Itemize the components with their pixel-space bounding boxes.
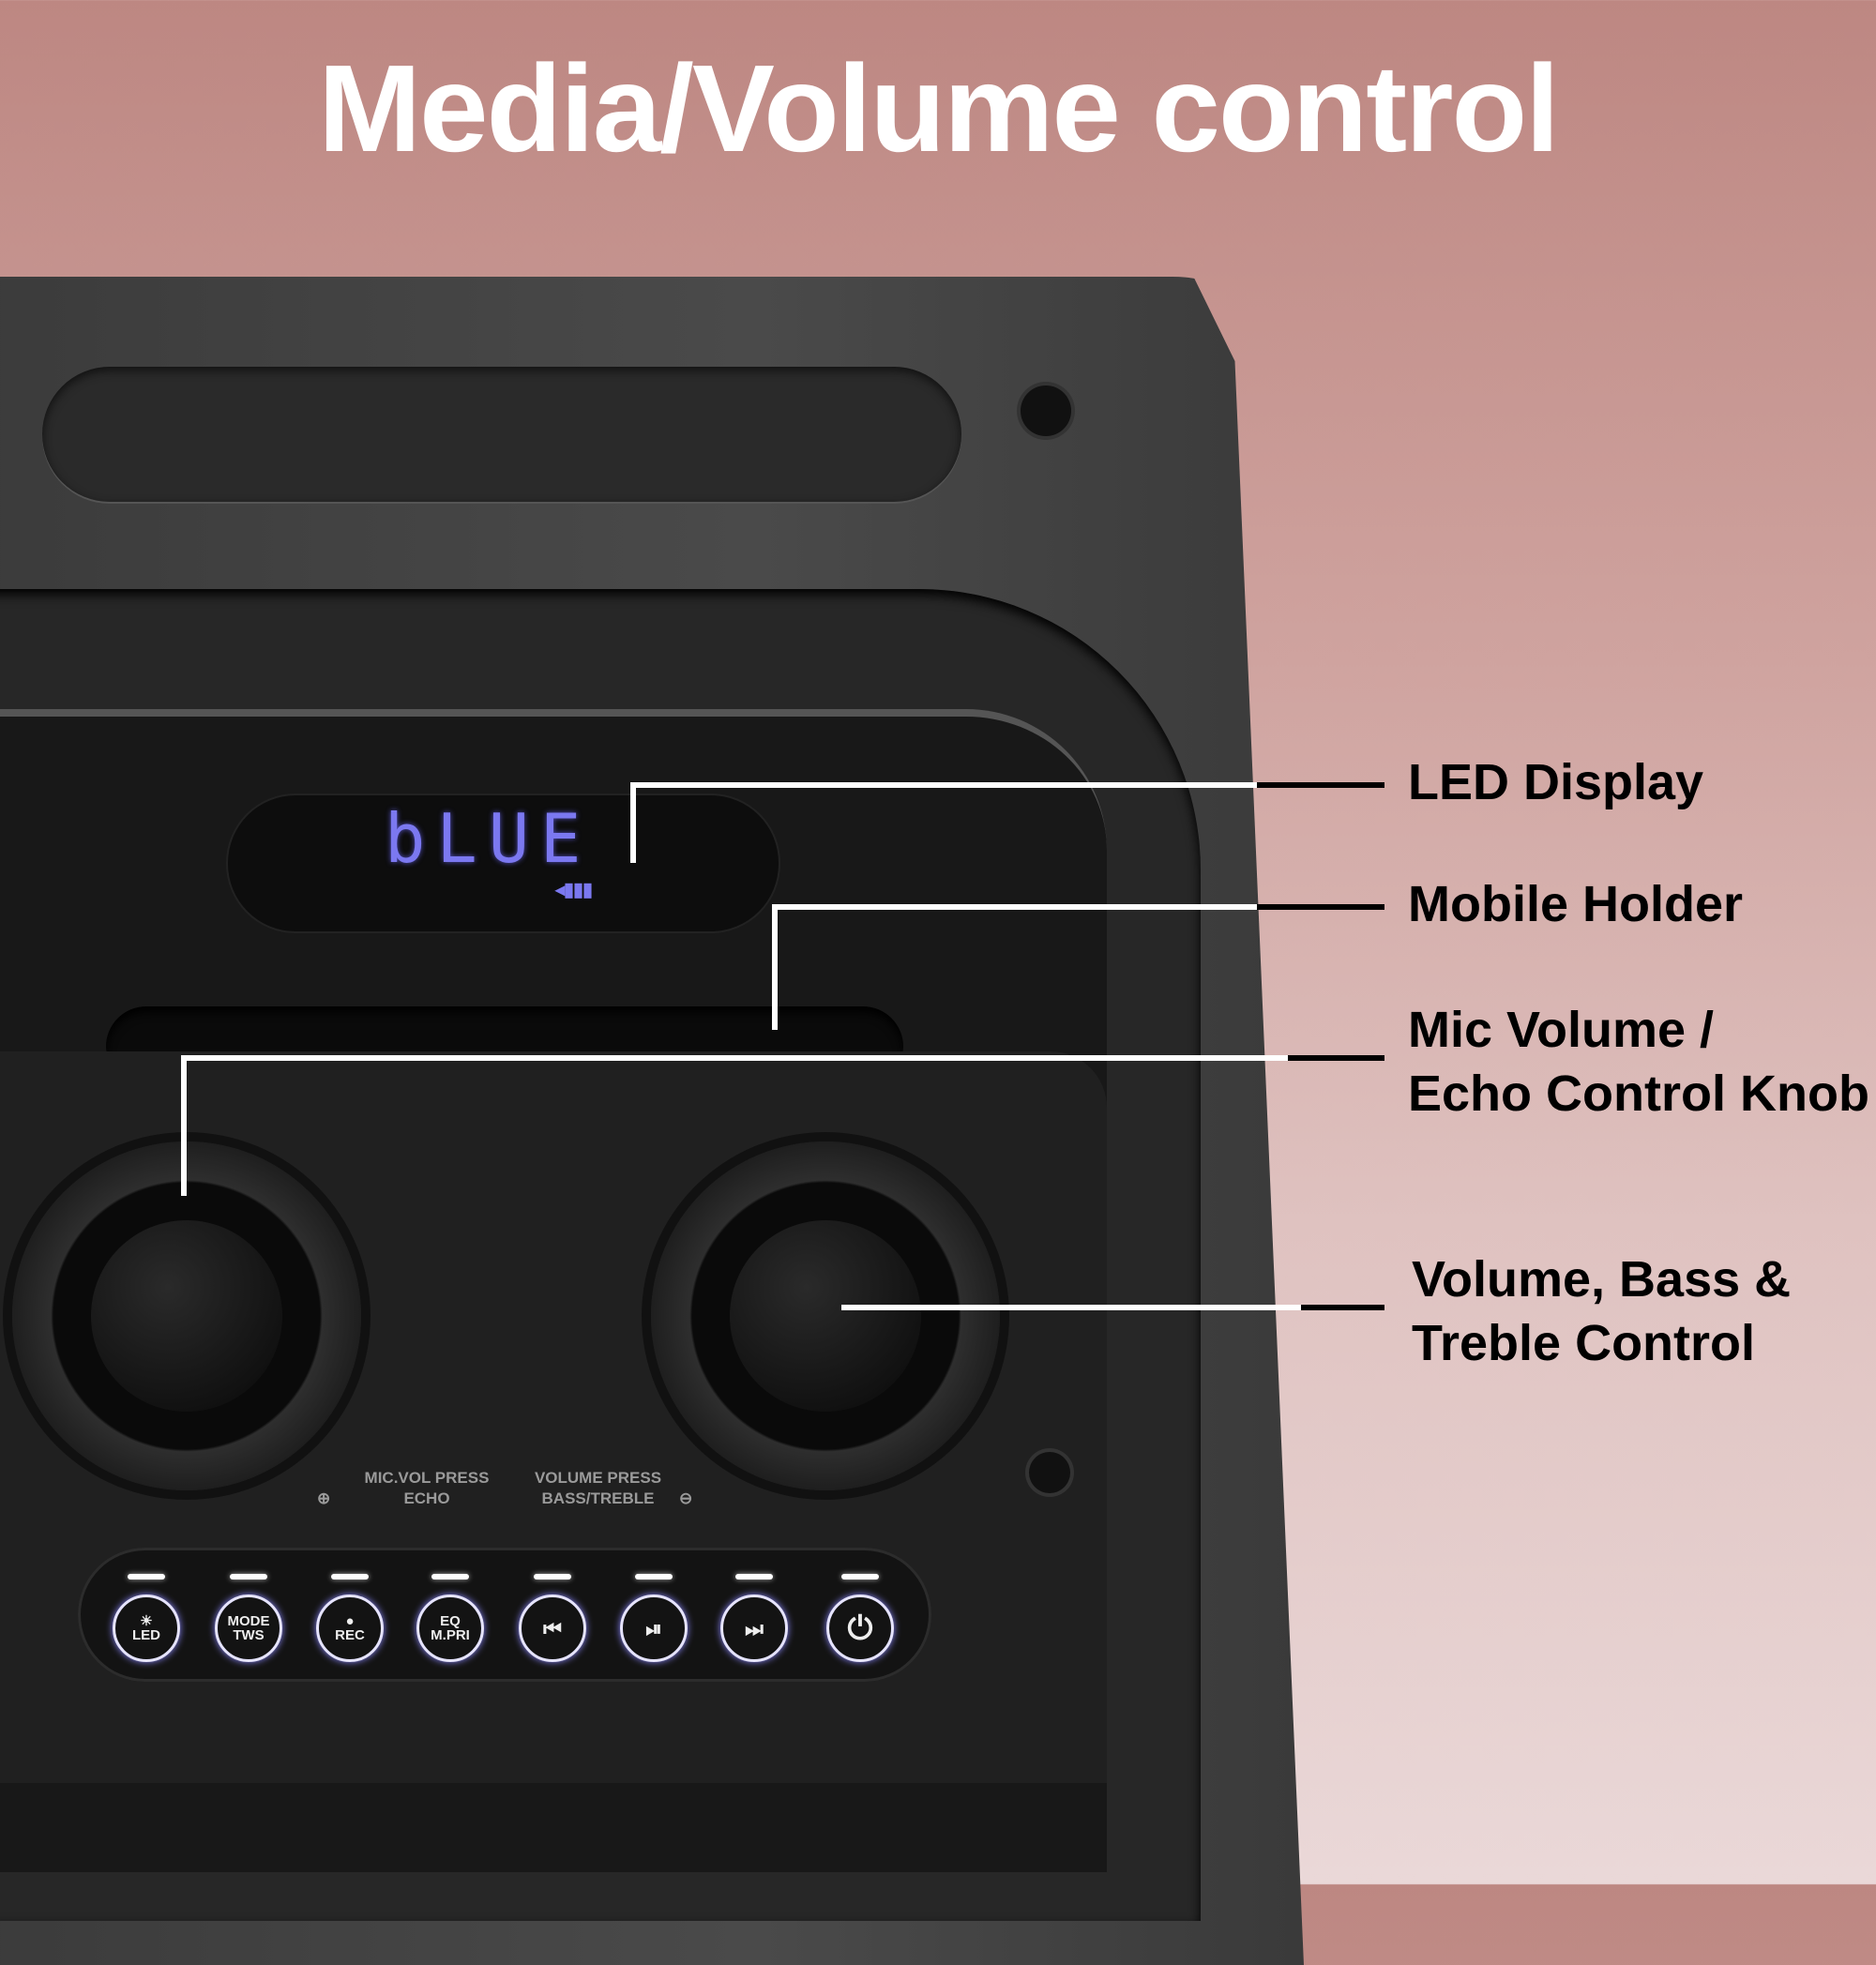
label-line: BASS/TREBLE (541, 1489, 655, 1507)
button-label: TWS (233, 1627, 265, 1643)
indicator-light (735, 1574, 773, 1580)
top-handle-slot (42, 367, 961, 502)
callout-line-text: Mic Volume / (1408, 1002, 1715, 1058)
label-line: VOLUME PRESS (534, 1469, 662, 1487)
screw (1029, 1452, 1070, 1493)
knob-cap (91, 1220, 282, 1412)
led-button[interactable]: ☀LED (113, 1595, 180, 1662)
button-label: LED (132, 1627, 160, 1643)
battery-icon: ◂▮▮▮ (555, 880, 593, 900)
callout-line-text: Treble Control (1412, 1315, 1756, 1371)
callout-line (772, 905, 778, 1030)
volume-bass-treble-knob[interactable] (651, 1141, 1000, 1490)
callout-line-text: Volume, Bass & (1412, 1251, 1792, 1307)
indicator-light (128, 1574, 165, 1580)
plus-icon: ⊕ (317, 1489, 331, 1507)
callout-mobile-holder: Mobile Holder (1408, 876, 1744, 932)
callout-line (841, 1305, 1301, 1310)
callout-line (1257, 782, 1384, 788)
minus-icon: ⊖ (679, 1489, 693, 1507)
mic-knob-label: MIC.VOL PRESS ECHO (347, 1468, 507, 1509)
callout-line (630, 782, 1257, 788)
led-display (228, 795, 779, 931)
button-label: REC (335, 1627, 365, 1643)
callout-line-text: Echo Control Knob (1408, 1066, 1869, 1122)
next-button[interactable]: ⏭ (720, 1595, 788, 1662)
play-pause-button[interactable]: ⏯ (620, 1595, 688, 1662)
label-line: MIC.VOL PRESS (364, 1469, 490, 1487)
callout-volume: Volume, Bass & Treble Control (1412, 1247, 1791, 1375)
eq-text: EQ (440, 1613, 461, 1629)
callout-line (1288, 1055, 1384, 1061)
indicator-light (431, 1574, 469, 1580)
callout-led-display: LED Display (1408, 754, 1704, 810)
mic-echo-knob[interactable] (12, 1141, 361, 1490)
light-icon: ☀ (140, 1613, 153, 1629)
led-display-text: bLUE (385, 799, 593, 878)
volume-knob-label: VOLUME PRESS BASS/TREBLE (525, 1468, 671, 1509)
mode-text: MODE (227, 1613, 270, 1629)
label-line: ECHO (403, 1489, 450, 1507)
indicator-light (534, 1574, 571, 1580)
previous-icon: ⏮ (543, 1616, 562, 1640)
callout-line (181, 1055, 1288, 1061)
callout-line (1301, 1305, 1384, 1310)
page-title: Media/Volume control (318, 39, 1560, 177)
indicator-light (635, 1574, 673, 1580)
rec-button[interactable]: ●REC (316, 1595, 384, 1662)
next-icon: ⏭ (745, 1616, 764, 1640)
indicator-light (331, 1574, 369, 1580)
callout-line (181, 1055, 187, 1196)
power-button[interactable]: ⏻ (826, 1595, 894, 1662)
screw (1021, 385, 1071, 436)
power-icon: ⏻ (847, 1610, 873, 1646)
callout-line (772, 904, 1257, 910)
knob-cap (730, 1220, 921, 1412)
play-pause-icon: ⏯ (645, 1616, 662, 1640)
record-icon: ● (345, 1613, 355, 1629)
callout-line (630, 783, 636, 863)
callout-line (1257, 904, 1384, 910)
indicator-light (230, 1574, 267, 1580)
indicator-light (841, 1574, 879, 1580)
callout-mic-echo: Mic Volume / Echo Control Knob (1408, 998, 1869, 1126)
button-label: M.PRI (431, 1627, 470, 1643)
previous-button[interactable]: ⏮ (519, 1595, 586, 1662)
